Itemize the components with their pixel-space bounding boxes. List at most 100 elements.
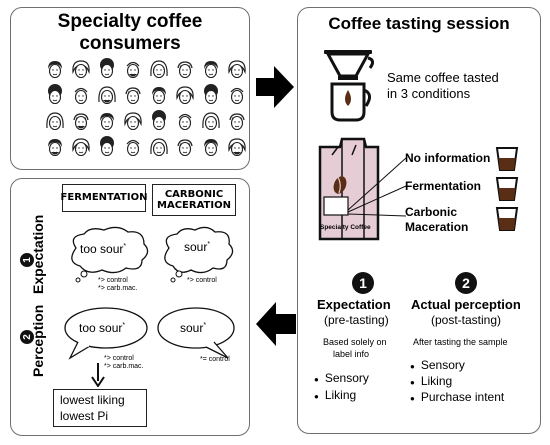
consumer-face-icon xyxy=(202,112,220,131)
column-header-maceration-label: MACERATION xyxy=(157,200,231,211)
consumer-face-icon xyxy=(204,139,218,157)
cup-no-information-icon xyxy=(495,147,519,171)
condition-maceration: Maceration xyxy=(405,220,469,234)
consumer-face-icon xyxy=(152,87,166,105)
coffee-bag-icon xyxy=(318,137,380,241)
outcome-box xyxy=(53,389,147,427)
consumer-face-icon xyxy=(150,138,168,157)
condition-fermentation: Fermentation xyxy=(405,179,482,193)
step1-bullet-liking: ●Liking xyxy=(314,388,356,402)
consumer-face-icon xyxy=(150,60,168,79)
consumer-face-icon xyxy=(204,84,218,105)
step2-bullet-purchase: ● Purchase intent xyxy=(410,390,504,404)
bubble-per-ferm-text: too sour* xyxy=(79,321,125,335)
speech-bubble-perception-fermentation xyxy=(64,307,148,360)
bubble-exp-ferm-text: too sour* xyxy=(80,242,126,256)
consumer-face-icon xyxy=(73,113,89,131)
consumer-face-icon xyxy=(177,61,193,79)
cup-fermentation-icon xyxy=(495,177,519,201)
condition-no-information: No information xyxy=(405,151,491,165)
step2-note: After tasting the sample xyxy=(413,337,508,347)
consumer-face-icon xyxy=(126,61,140,79)
session-desc-line1: Same coffee tasted xyxy=(387,70,499,85)
consumer-face-icon xyxy=(177,139,193,157)
consumer-face-icon xyxy=(152,110,166,131)
outcome-lowest-pi: lowest Pi xyxy=(60,409,109,423)
coffee-bag-label: Specialty Coffee xyxy=(320,224,371,231)
arrow-right-icon xyxy=(256,66,294,108)
step1-title: Expectation xyxy=(317,297,391,312)
consumer-face-icon xyxy=(46,112,64,131)
note-per-ferm-1: *> control xyxy=(104,355,134,362)
consumer-face-icon xyxy=(100,113,114,131)
consumer-faces-grid xyxy=(43,58,251,162)
bubble-per-carb-text: sour* xyxy=(180,321,206,335)
consumer-face-icon xyxy=(100,58,114,79)
bubble-exp-carb-text: sour* xyxy=(184,240,210,254)
note-per-ferm-2: *> carb.mac. xyxy=(104,363,144,370)
step2-bullet-sensory: ● Sensory xyxy=(410,358,465,372)
thought-bubble-expectation-carbonic xyxy=(164,226,234,283)
column-header-carbonic-label: CARBONIC xyxy=(164,188,224,200)
consumer-face-icon xyxy=(100,136,114,157)
bullet-dot: ● xyxy=(410,394,415,403)
note-exp-ferm-1: *> control xyxy=(98,277,128,284)
bullet-dot: ● xyxy=(314,375,319,384)
bullet-dot: ● xyxy=(314,392,319,401)
consumer-face-icon xyxy=(72,138,90,157)
step1-bullet-sensory: ● Sensory xyxy=(314,371,369,385)
step1-number-badge: 1 xyxy=(352,272,374,294)
session-title: Coffee tasting session xyxy=(328,14,510,33)
step2-bullet-sensory-label: Sensory xyxy=(420,358,465,372)
bubble-exp-carb-mark: * xyxy=(207,241,211,248)
consumer-face-icon xyxy=(125,87,141,105)
step2-bullet-purchase-label: Purchase intent xyxy=(420,390,505,404)
consumer-face-icon xyxy=(48,61,62,79)
consumer-face-icon xyxy=(229,113,245,131)
consumer-face-icon xyxy=(124,112,142,131)
consumer-face-icon xyxy=(204,61,218,79)
bubble-exp-ferm-label: too sour xyxy=(80,242,124,256)
step2-bullet-liking-label: Liking xyxy=(420,374,453,388)
bubble-per-ferm-label: too sour xyxy=(79,321,123,335)
consumer-face-icon xyxy=(74,87,88,105)
bubble-per-carb-mark: * xyxy=(203,322,207,329)
step1-bullet-sensory-label: Sensory xyxy=(324,371,369,385)
consumer-face-icon xyxy=(228,60,246,79)
note-exp-ferm-2: *> carb.mac. xyxy=(98,285,138,292)
consumer-face-icon xyxy=(228,138,246,157)
step2-subtitle: (post-tasting) xyxy=(431,313,502,327)
row-perception-label: Perception xyxy=(30,304,46,377)
consumer-face-icon xyxy=(98,86,116,105)
pour-over-dripper-icon xyxy=(324,50,375,122)
consumer-face-icon xyxy=(230,87,244,105)
condition-connectors xyxy=(347,157,407,217)
step1-note-line1: Based solely on xyxy=(323,337,387,347)
bubble-exp-ferm-mark: * xyxy=(123,243,127,250)
consumer-face-icon xyxy=(72,60,90,79)
bullet-dot: ● xyxy=(410,362,415,371)
arrow-left-icon xyxy=(256,302,296,346)
column-header-fermentation: FERMENTATION xyxy=(60,184,148,212)
condition-carbonic: Carbonic xyxy=(405,205,458,219)
note-exp-carb-1: *> control xyxy=(187,277,217,284)
bubble-per-ferm-mark: * xyxy=(122,322,126,329)
step2-title: Actual perception xyxy=(411,297,521,312)
note-per-carb-1: *= control xyxy=(200,356,230,363)
down-arrow-icon xyxy=(91,363,105,387)
consumer-face-icon xyxy=(126,139,140,157)
row-expectation-label: Expectation xyxy=(30,214,46,294)
step2-number-badge: 2 xyxy=(455,272,477,294)
consumer-face-icon xyxy=(178,113,192,131)
column-header-fermentation-label: FERMENTATION xyxy=(60,192,148,204)
consumer-face-icon xyxy=(176,86,194,105)
consumers-title-line1: Specialty coffee xyxy=(57,11,203,32)
consumer-face-icon xyxy=(48,84,62,105)
step1-subtitle: (pre-tasting) xyxy=(324,313,389,327)
thought-bubble-expectation-fermentation xyxy=(71,226,149,283)
consumers-title-line2: consumers xyxy=(79,33,181,54)
consumer-face-icon xyxy=(48,139,62,157)
step2-bullet-liking: ● Liking xyxy=(410,374,452,388)
bullet-dot: ● xyxy=(410,378,415,387)
